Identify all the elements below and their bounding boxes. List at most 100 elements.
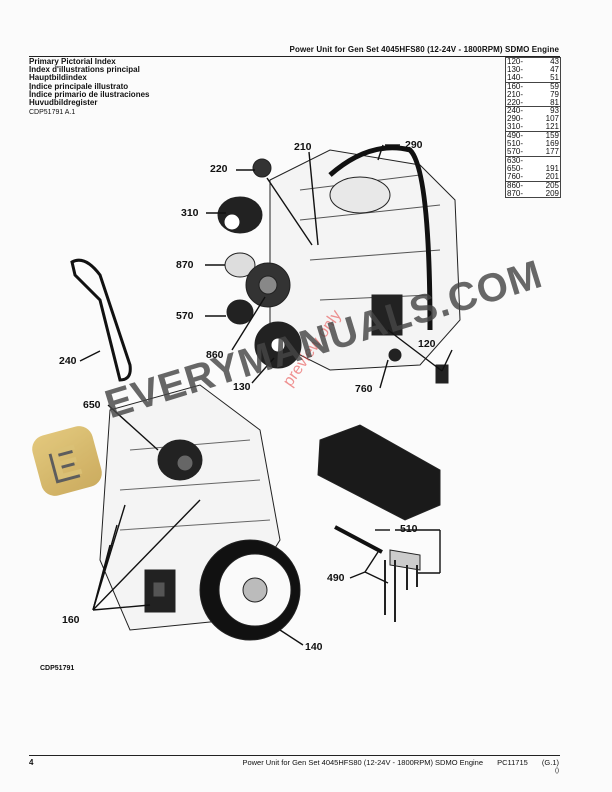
ref-page-number: 201 [545,171,559,181]
ref-row[interactable]: 130- 47 [507,64,559,74]
ref-row[interactable]: 240- 93 [507,107,559,115]
index-title-it: Indice principale illustrato [29,81,129,91]
ref-page-number: 47 [550,64,559,74]
ref-group-number: 490- [507,131,524,141]
ref-row[interactable]: 760- 201 [507,171,559,181]
callout-870[interactable]: 870 [176,259,194,271]
ref-page-number: 79 [550,89,559,99]
ref-page-number: 177 [545,146,559,156]
watermark-logo-letter: E [45,435,87,491]
ref-row[interactable]: 210- 79 [507,89,559,99]
callout-290[interactable]: 290 [405,139,423,151]
ref-row[interactable]: 220- 81 [507,97,559,107]
ref-row[interactable]: 860- 205 [507,180,559,190]
callout-650[interactable]: 650 [83,399,101,411]
footer-revision: (G.1) [541,758,559,767]
v-belt-240 [70,258,132,382]
figure-reference-bottom: CDP51791 [40,665,75,672]
footer-page-number: 4 [29,758,34,767]
ref-group-number: 160- [507,81,524,91]
pulley-220 [252,158,272,178]
index-title-sv: Huvudbildregister [29,98,98,108]
figure-reference-top: CDP51791 A.1 [29,109,76,116]
starter-570 [226,299,254,325]
ref-group: 160- 59 210- 79 220- 81 [506,81,560,108]
ref-row[interactable]: 290- 107 [507,115,559,123]
callout-120[interactable]: 120 [418,338,436,350]
callout-240[interactable]: 240 [59,355,77,367]
ref-row[interactable]: 140- 51 [507,72,559,82]
ref-group-number: 310- [507,122,524,132]
callout-760[interactable]: 760 [355,383,373,395]
ref-group: 860- 205 870- 209 [506,180,560,198]
ref-group-number: 650- [507,163,524,173]
ref-group-number: 630- [507,155,524,165]
ref-page-number: 209 [545,188,559,198]
footer-rule [29,755,560,756]
ref-group: 630- 650- 191 760- 201 [506,155,560,182]
ref-group: 240- 93 290- 107 310- 121 [506,107,560,133]
footer-title: Power Unit for Gen Set 4045HFS80 (12-24V… [242,758,483,767]
ref-group-number: 130- [507,64,524,74]
ref-group-number: 140- [507,72,524,82]
ref-row[interactable]: 650- 191 [507,163,559,173]
ref-group-number: 210- [507,89,524,99]
ref-group-number: 570- [507,146,524,156]
index-title-de: Hauptbildindex [29,73,87,83]
ref-group: 120- 43 130- 47 140- 51 [506,58,560,83]
callout-860[interactable]: 860 [206,349,224,361]
ref-group: 490-159 510- 169 570- 177 [506,132,560,157]
ref-group-number: 510- [507,139,524,149]
callout-160[interactable]: 160 [62,614,80,626]
ref-group-number: 220- [507,97,524,107]
bracket-120 [371,294,403,336]
callout-490[interactable]: 490 [327,572,345,584]
footer-info: Power Unit for Gen Set 4045HFS80 (12-24V… [230,758,559,767]
ref-row[interactable]: 630- [507,155,559,165]
ref-row[interactable]: 570- 177 [507,148,559,156]
group-page-reference-table: 120- 43 130- 47 140- 51 160- 59 210- 79 220- 8… [505,57,561,199]
ref-page-number: 169 [545,139,559,149]
ref-row[interactable]: 310- 121 [507,123,559,131]
header-rule [29,56,560,57]
sensor-760 [388,348,402,362]
ref-page-number: 59 [550,81,559,91]
ref-row[interactable]: 160- 59 [507,81,559,91]
ref-row[interactable]: 870- 209 [507,188,559,198]
ref-group-number: 240- [507,106,524,116]
footer-sub-mark: () [555,768,559,774]
callout-130[interactable]: 130 [233,381,251,393]
index-title-fr: Index d'illustrations principal [29,65,140,75]
index-title-block: Primary Pictorial Index Index d'illustra… [29,57,150,108]
callout-570[interactable]: 570 [176,310,194,322]
callout-220[interactable]: 220 [210,163,228,175]
ref-page-number: 205 [545,180,559,190]
callout-510[interactable]: 510 [400,523,418,535]
index-title-es: Índice primario de ilustraciones [29,89,150,99]
ref-group-number: 860- [507,180,524,190]
ref-row[interactable]: 120- 43 [507,58,559,66]
fan-belt-290 [328,145,433,331]
ref-group-number: 870- [507,188,524,198]
ref-page-number: 121 [545,122,559,132]
ref-group-number: 290- [507,114,524,124]
ref-page-number: 93 [550,106,559,116]
callout-210[interactable]: 210 [294,141,312,153]
ref-page-number: 81 [550,97,559,107]
ref-row[interactable]: 510- 169 [507,140,559,148]
ref-page-number: 51 [550,72,559,82]
callout-140[interactable]: 140 [305,641,323,653]
ref-group-number: 760- [507,171,524,181]
ref-page-number: 43 [550,57,559,66]
ref-group-number: 120- [507,57,524,66]
ref-row[interactable]: 490-159 [507,132,559,140]
alternator-310 [217,196,263,234]
ref-page-number: 107 [545,114,559,124]
ref-page-number: 191 [545,163,559,173]
page-header-title: Power Unit for Gen Set 4045HFS80 (12-24V… [289,45,559,54]
rocker-shaft-490 [334,525,383,554]
cylinder-head-510 [317,424,441,521]
turbocharger [329,176,391,214]
callout-310[interactable]: 310 [181,207,199,219]
